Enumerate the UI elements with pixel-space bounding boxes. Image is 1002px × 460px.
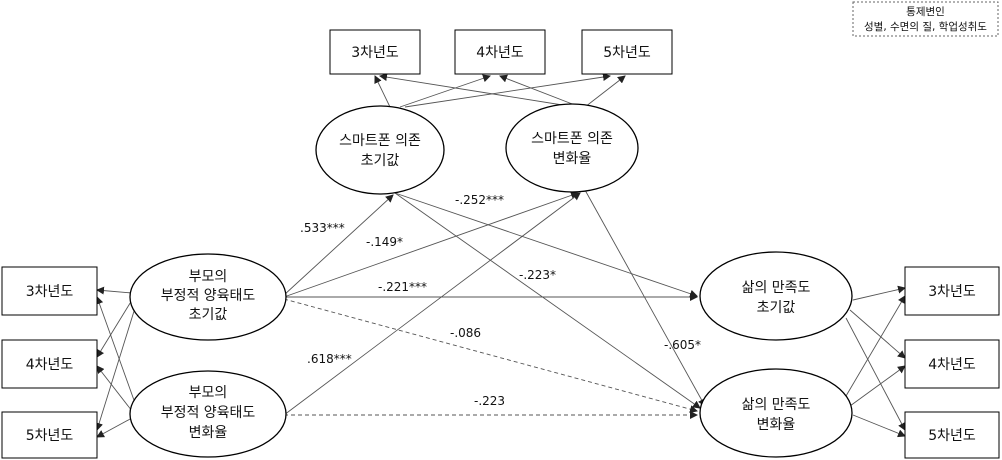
path-smart-slope-to-life-slope <box>584 189 706 407</box>
life-box-5-label: 5차년도 <box>928 428 976 444</box>
parent-box-3-label: 3차년도 <box>26 284 74 300</box>
coef-si-li: -.252*** <box>455 193 504 207</box>
parent-box-5-label: 5차년도 <box>26 428 74 444</box>
control-items: 성별, 수면의 질, 학업성취도 <box>864 20 987 33</box>
life-box-4 <box>904 339 1000 389</box>
svg-text:부정적 양육태도: 부정적 양육태도 <box>161 288 256 304</box>
parent-box-5 <box>1 411 98 459</box>
coef-pi-ls: -.086 <box>450 326 481 340</box>
structural-paths <box>283 189 706 419</box>
smart-box-5 <box>581 29 673 75</box>
path-coefficients: .533*** -.149* -.221*** -.086 .618*** -.… <box>300 193 701 408</box>
life-indicator-paths <box>845 285 906 438</box>
parent-indicators: 3차년도 4차년도 5차년도 <box>1 266 98 459</box>
coef-ss-ls: -.605* <box>664 338 701 352</box>
svg-text:변화율: 변화율 <box>757 417 796 433</box>
path-parent-intercept-to-smart-intercept <box>283 194 394 296</box>
coef-pi-ss: -.149* <box>366 235 403 249</box>
latent-life-intercept: 삶의 만족도 초기값 <box>699 251 853 341</box>
control-title: 통제변인 <box>906 6 945 18</box>
latent-parent-slope: 부모의 부정적 양육태도 변화율 <box>129 370 287 458</box>
coef-pi-li: -.221*** <box>378 280 427 294</box>
svg-text:스마트폰 의존: 스마트폰 의존 <box>339 133 421 149</box>
latent-smart-slope: 스마트폰 의존 변화율 <box>505 103 639 193</box>
path-smart-intercept-to-life-slope <box>394 192 701 409</box>
parent-indicator-paths <box>95 286 136 438</box>
control-variables-box: 통제변인 성별, 수면의 질, 학업성취도 <box>852 1 999 37</box>
svg-text:변화율: 변화율 <box>189 425 228 441</box>
svg-text:부모의: 부모의 <box>189 269 228 285</box>
parent-box-4 <box>1 339 98 389</box>
path-parent-slope-to-smart-intercept <box>283 192 581 416</box>
svg-text:삶의 만족도: 삶의 만족도 <box>742 397 811 413</box>
smart-box-4-label: 4차년도 <box>476 45 524 61</box>
path-smart-intercept-to-life-intercept <box>394 192 698 298</box>
svg-text:부정적 양육태도: 부정적 양육태도 <box>161 405 256 421</box>
latent-parent-intercept: 부모의 부정적 양육태도 초기값 <box>129 253 287 341</box>
life-box-3 <box>904 266 1000 316</box>
life-box-4-label: 4차년도 <box>928 357 976 373</box>
coef-ps-ls: -.223 <box>474 394 505 408</box>
svg-text:삶의 만족도: 삶의 만족도 <box>742 280 811 296</box>
svg-text:초기값: 초기값 <box>757 300 796 316</box>
latent-life-slope: 삶의 만족도 변화율 <box>699 368 853 458</box>
svg-text:스마트폰 의존: 스마트폰 의존 <box>531 131 613 147</box>
smart-box-4 <box>454 29 546 75</box>
latent-smart-intercept: 스마트폰 의존 초기값 <box>315 105 445 195</box>
svg-text:초기값: 초기값 <box>361 153 400 169</box>
coef-si-ls: -.223* <box>519 268 556 282</box>
life-box-5 <box>904 411 1000 459</box>
smart-box-3 <box>329 29 421 75</box>
svg-text:부모의: 부모의 <box>189 385 228 401</box>
path-parent-intercept-to-smart-slope <box>283 191 579 298</box>
parent-box-3 <box>1 266 98 316</box>
life-box-3-label: 3차년도 <box>928 284 976 300</box>
coef-pi-si: .533*** <box>300 221 345 235</box>
smart-box-5-label: 5차년도 <box>603 45 651 61</box>
svg-text:변화율: 변화율 <box>553 151 592 167</box>
svg-text:초기값: 초기값 <box>189 307 228 323</box>
life-indicators: 3차년도 4차년도 5차년도 <box>904 266 1000 459</box>
coef-ps-si: .618*** <box>307 352 352 366</box>
smartphone-indicator-paths <box>374 73 626 108</box>
parent-box-4-label: 4차년도 <box>26 357 74 373</box>
smart-box-3-label: 3차년도 <box>351 45 399 61</box>
path-parent-intercept-to-life-slope <box>283 298 698 414</box>
smartphone-indicators: 3차년도 4차년도 5차년도 <box>329 29 673 75</box>
